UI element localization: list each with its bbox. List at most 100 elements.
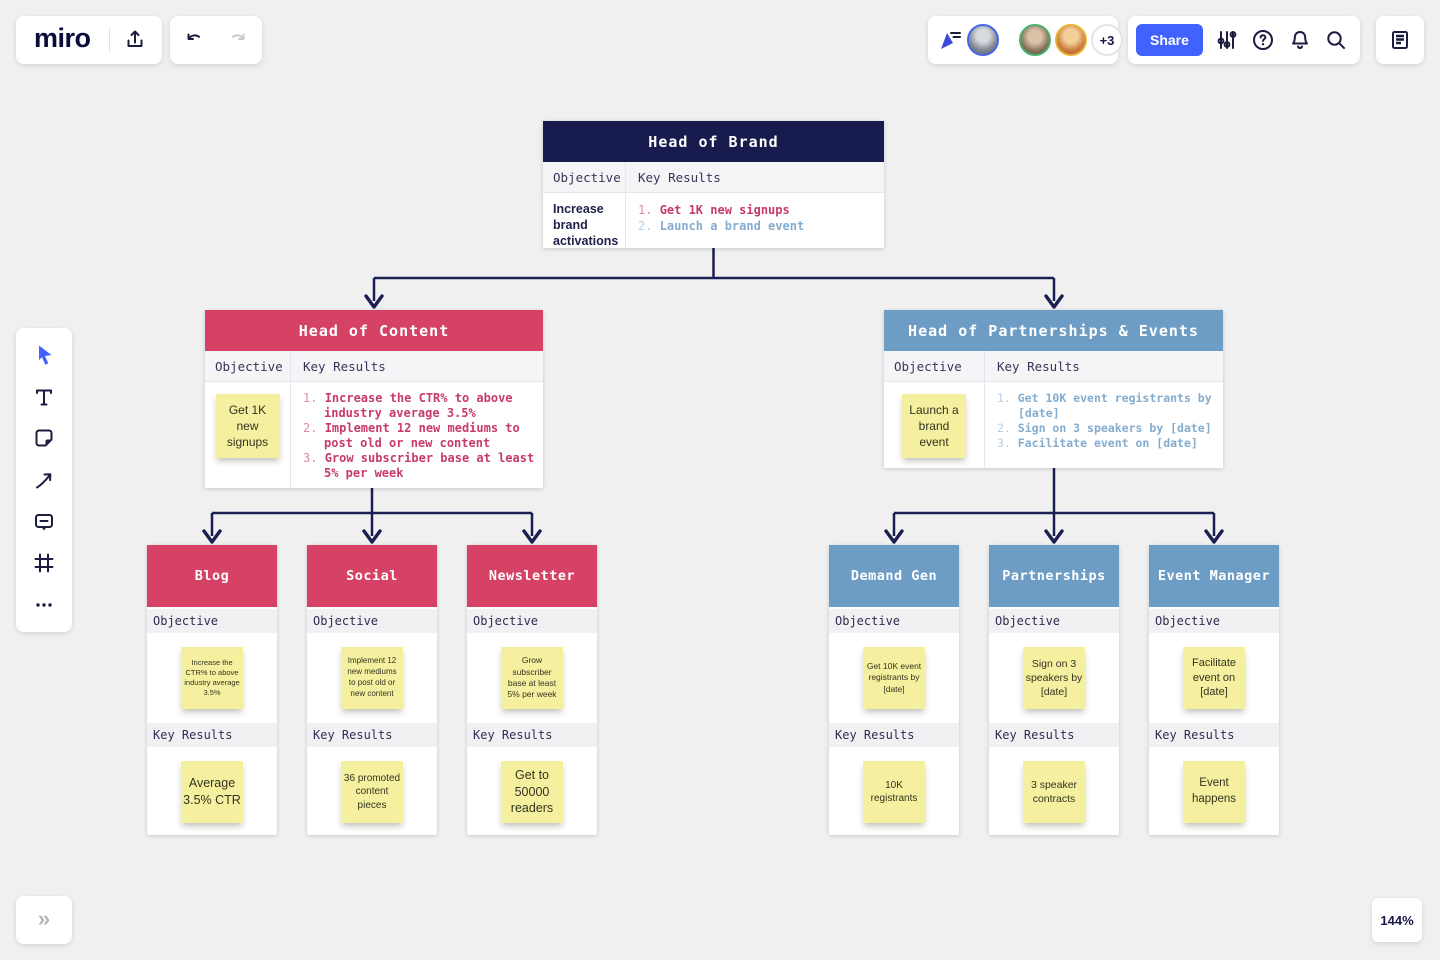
objective-sticky-note[interactable]: Grow subscriber base at least 5% per wee…: [501, 647, 563, 709]
key-results-label: Key Results: [467, 721, 597, 749]
notifications-bell-icon: [1291, 31, 1308, 49]
chevrons-right-icon: »: [37, 905, 51, 931]
key-result-sticky-note[interactable]: Average 3.5% CTR: [181, 761, 243, 823]
notes-button[interactable]: [1380, 20, 1420, 60]
export-icon: [127, 30, 143, 47]
select-cursor-icon: [39, 345, 52, 365]
key-results-label: Key Results: [307, 721, 437, 749]
connector-content-children[interactable]: [202, 487, 542, 544]
miro-logo[interactable]: miro: [34, 23, 91, 53]
creation-toolbar: [16, 328, 72, 632]
okr-table-head-of-partnerships-events[interactable]: Head of Partnerships & Events Objective …: [884, 310, 1223, 468]
content-key-results-list[interactable]: Increase the CTR% to above industry aver…: [303, 391, 539, 481]
help-button[interactable]: [1245, 20, 1281, 60]
export-button[interactable]: [115, 20, 154, 60]
objective-sticky-note[interactable]: Facilitate event on [date]: [1183, 647, 1245, 709]
key-result-sticky-note[interactable]: Event happens: [1183, 761, 1245, 823]
connector-partnerships-children[interactable]: [884, 467, 1224, 544]
text-tool-icon: [36, 389, 52, 406]
select-tool-button[interactable]: [24, 335, 64, 375]
key-result-item[interactable]: Implement 12 new mediums to post old or …: [324, 421, 520, 450]
root-objective-text[interactable]: Increase brand activations: [553, 202, 619, 248]
avatar[interactable]: [1019, 24, 1051, 56]
text-tool-button[interactable]: [24, 377, 64, 417]
okr-card-social[interactable]: Social Objective Implement 12 new medium…: [307, 545, 437, 835]
share-button[interactable]: Share: [1136, 24, 1203, 56]
table-column-headers: Objective Key Results: [884, 351, 1223, 382]
objective-sticky-note[interactable]: Get 1K new signups: [215, 394, 280, 458]
key-result-item[interactable]: Launch a brand event: [659, 219, 805, 233]
undo-button[interactable]: [175, 20, 215, 60]
redo-button[interactable]: [217, 20, 257, 60]
notes-icon: [1392, 31, 1408, 49]
table-column-headers: Objective Key Results: [205, 351, 543, 382]
okr-table-head-of-content[interactable]: Head of Content Objective Key Results Ge…: [205, 310, 543, 488]
follow-cursor-icon[interactable]: [937, 27, 963, 53]
card-title: Demand Gen: [829, 545, 959, 607]
objective-sticky-note[interactable]: Implement 12 new mediums to post old or …: [341, 647, 403, 709]
zoom-level-button[interactable]: 144%: [1372, 898, 1422, 942]
undo-redo-panel: [170, 16, 262, 64]
key-result-item[interactable]: Grow subscriber base at least 5% per wee…: [324, 451, 535, 480]
table-title: Head of Brand: [543, 121, 884, 162]
objective-sticky-note[interactable]: Increase the CTR% to above industry aver…: [181, 647, 243, 709]
key-result-sticky-note[interactable]: 10K registrants: [863, 761, 925, 823]
key-result-item[interactable]: Increase the CTR% to above industry aver…: [324, 391, 513, 420]
top-tools-panel: Share: [1128, 16, 1360, 64]
avatar[interactable]: [967, 24, 999, 56]
key-result-item[interactable]: Sign on 3 speakers by [date]: [1017, 421, 1212, 435]
objective-sticky-note[interactable]: Launch a brand event: [902, 394, 966, 458]
zoom-level-value: 144%: [1380, 912, 1414, 928]
notifications-button[interactable]: [1281, 20, 1317, 60]
key-result-item[interactable]: Facilitate event on [date]: [1017, 436, 1198, 450]
more-tools-button[interactable]: [24, 585, 64, 625]
key-result-sticky-note[interactable]: 36 promoted content pieces: [341, 761, 403, 823]
objective-label: Objective: [989, 607, 1119, 635]
redo-icon: [232, 33, 245, 40]
objective-sticky-note[interactable]: Sign on 3 speakers by [date]: [1023, 647, 1085, 709]
key-results-label: Key Results: [1149, 721, 1279, 749]
okr-card-demand-gen[interactable]: Demand Gen Objective Get 10K event regis…: [829, 545, 959, 835]
help-icon: [1253, 30, 1274, 50]
connector-arrow-icon: [36, 473, 52, 489]
card-title: Newsletter: [467, 545, 597, 607]
collaborators-overflow-badge[interactable]: +3: [1091, 24, 1123, 56]
okr-card-blog[interactable]: Blog Objective Increase the CTR% to abov…: [147, 545, 277, 835]
key-results-column-header: Key Results: [625, 162, 884, 192]
avatar[interactable]: [1055, 24, 1087, 56]
connector-root-branches[interactable]: [364, 248, 1064, 309]
key-results-label: Key Results: [829, 721, 959, 749]
expand-panel-button[interactable]: »: [16, 896, 72, 944]
partnerships-key-results-list[interactable]: Get 10K event registrants by [date] Sign…: [997, 391, 1219, 451]
settings-button[interactable]: [1209, 20, 1245, 60]
sticky-note-icon: [35, 429, 53, 447]
objective-label: Objective: [467, 607, 597, 635]
objective-sticky-note[interactable]: Get 10K event registrants by [date]: [863, 647, 925, 709]
okr-card-partnerships[interactable]: Partnerships Objective Sign on 3 speaker…: [989, 545, 1119, 835]
comment-icon: [35, 513, 53, 531]
okr-table-head-of-brand[interactable]: Head of Brand Objective Key Results Incr…: [543, 121, 884, 248]
okr-card-newsletter[interactable]: Newsletter Objective Grow subscriber bas…: [467, 545, 597, 835]
key-results-column-header: Key Results: [984, 351, 1223, 381]
key-result-item[interactable]: Get 1K new signups: [659, 203, 790, 217]
okr-card-event-manager[interactable]: Event Manager Objective Facilitate event…: [1149, 545, 1279, 835]
undo-icon: [187, 33, 200, 40]
settings-sliders-icon: [1217, 31, 1237, 49]
key-result-sticky-note[interactable]: Get to 50000 readers: [501, 761, 563, 823]
connector-tool-button[interactable]: [24, 460, 64, 500]
comment-tool-button[interactable]: [24, 502, 64, 542]
key-result-item[interactable]: Get 10K event registrants by [date]: [1017, 391, 1212, 420]
root-key-results-list[interactable]: Get 1K new signups Launch a brand event: [638, 202, 880, 234]
key-results-label: Key Results: [989, 721, 1119, 749]
collaborators-panel: +3: [928, 16, 1123, 64]
key-results-column-header: Key Results: [290, 351, 543, 381]
frame-tool-button[interactable]: [24, 543, 64, 583]
search-button[interactable]: [1318, 20, 1354, 60]
key-results-label: Key Results: [147, 721, 277, 749]
table-column-headers: Objective Key Results: [543, 162, 884, 193]
objective-label: Objective: [829, 607, 959, 635]
key-result-sticky-note[interactable]: 3 speaker contracts: [1023, 761, 1085, 823]
objective-column-header: Objective: [215, 358, 283, 374]
logo-panel: miro: [16, 16, 162, 64]
sticky-note-tool-button[interactable]: [24, 418, 64, 458]
